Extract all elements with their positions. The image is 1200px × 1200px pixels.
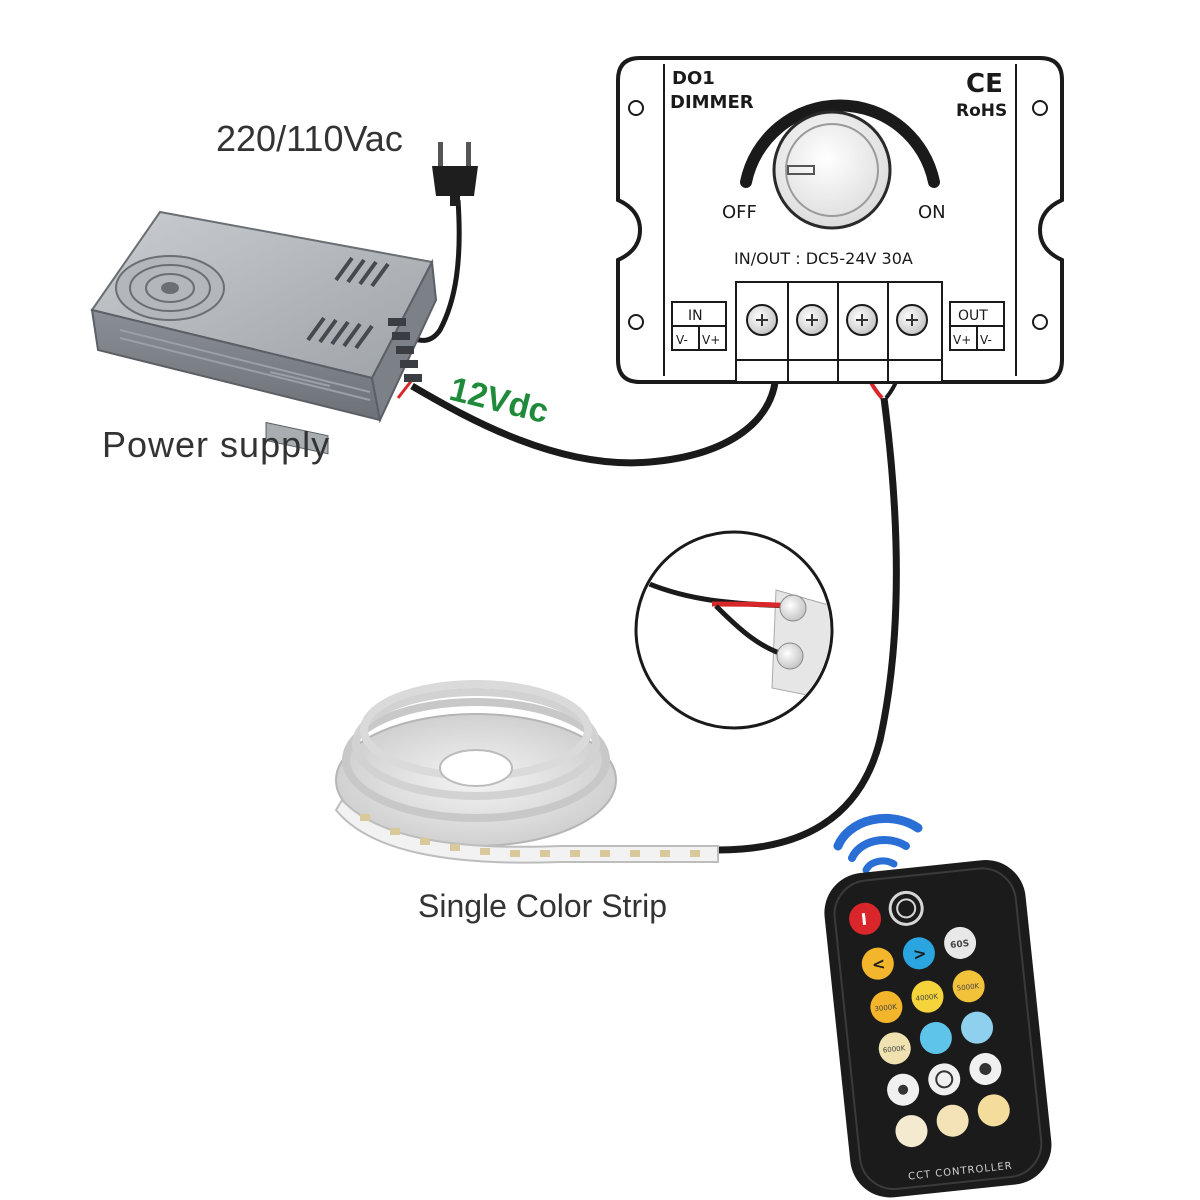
dc-red-lead <box>396 379 414 399</box>
timer-label: 60S <box>950 939 970 951</box>
dial-arc <box>740 99 940 188</box>
right-arrow-label: > <box>912 944 927 964</box>
dimmer-unit: DO1 DIMMER CE RoHS OFF ON IN/OUT : DC5-2… <box>616 56 1064 384</box>
dimmer-model: DO1 <box>672 68 715 89</box>
dc-cable <box>410 371 780 467</box>
remote-timer-button[interactable]: 60S <box>942 925 977 960</box>
strip-cable <box>717 397 900 854</box>
remote-cct-button-6[interactable] <box>959 1010 994 1045</box>
remote-control: I < > 60S 3000K 4000K 5000K <box>824 860 1052 1198</box>
power-supply-label: Power supply <box>102 424 331 465</box>
in-v-plus: V+ <box>702 333 720 347</box>
rohs-mark: RoHS <box>956 101 1007 121</box>
ac-cord <box>409 199 462 343</box>
out-v-minus: V- <box>980 333 992 347</box>
ac-input-label: 220/110Vac <box>216 118 403 159</box>
remote-bright-up-button[interactable] <box>968 1051 1003 1086</box>
remote-bright-down-button[interactable] <box>886 1072 921 1107</box>
remote-cct-button-1[interactable]: 3000K <box>869 989 904 1024</box>
terminal-screws <box>746 304 928 336</box>
cct-label-1: 3000K <box>874 1003 898 1013</box>
remote-power-button[interactable]: I <box>847 901 882 936</box>
dimmer-knob[interactable] <box>772 110 892 230</box>
strip-label: Single Color Strip <box>418 888 667 924</box>
ac-plug <box>432 142 478 206</box>
remote-scene-button-3[interactable] <box>976 1093 1011 1128</box>
power-symbol: I <box>860 910 868 930</box>
remote-mode-dial-button[interactable] <box>927 1062 962 1097</box>
ce-mark: CE <box>966 69 1003 99</box>
out-label: OUT <box>958 308 988 324</box>
off-label: OFF <box>722 202 757 223</box>
in-v-minus: V- <box>676 333 688 347</box>
rating-label: IN/OUT : DC5-24V 30A <box>734 249 913 268</box>
remote-cct-button-3[interactable]: 5000K <box>951 969 986 1004</box>
wireless-signal-icon <box>833 813 923 874</box>
remote-scene-button-2[interactable] <box>935 1103 970 1138</box>
out-v-plus: V+ <box>953 333 971 347</box>
left-arrow-label: < <box>871 954 886 974</box>
on-label: ON <box>918 202 946 223</box>
remote-mode-button[interactable] <box>888 890 924 926</box>
cct-label-4: 6000K <box>882 1044 906 1054</box>
in-label: IN <box>688 308 703 324</box>
led-strip-reel <box>334 680 719 864</box>
power-supply-unit <box>90 210 438 455</box>
remote-scene-button-1[interactable] <box>894 1113 929 1148</box>
dimmer-name: DIMMER <box>670 92 754 113</box>
remote-left-button[interactable]: < <box>860 946 895 981</box>
cct-label-3: 5000K <box>956 982 980 992</box>
solder-detail-zoom <box>634 530 834 730</box>
remote-cct-button-2[interactable]: 4000K <box>910 979 945 1014</box>
remote-cct-button-4[interactable]: 6000K <box>877 1031 912 1066</box>
remote-cct-button-5[interactable] <box>918 1020 953 1055</box>
fan-grille <box>115 255 225 321</box>
remote-right-button[interactable]: > <box>901 936 936 971</box>
cct-label-2: 4000K <box>915 993 939 1003</box>
